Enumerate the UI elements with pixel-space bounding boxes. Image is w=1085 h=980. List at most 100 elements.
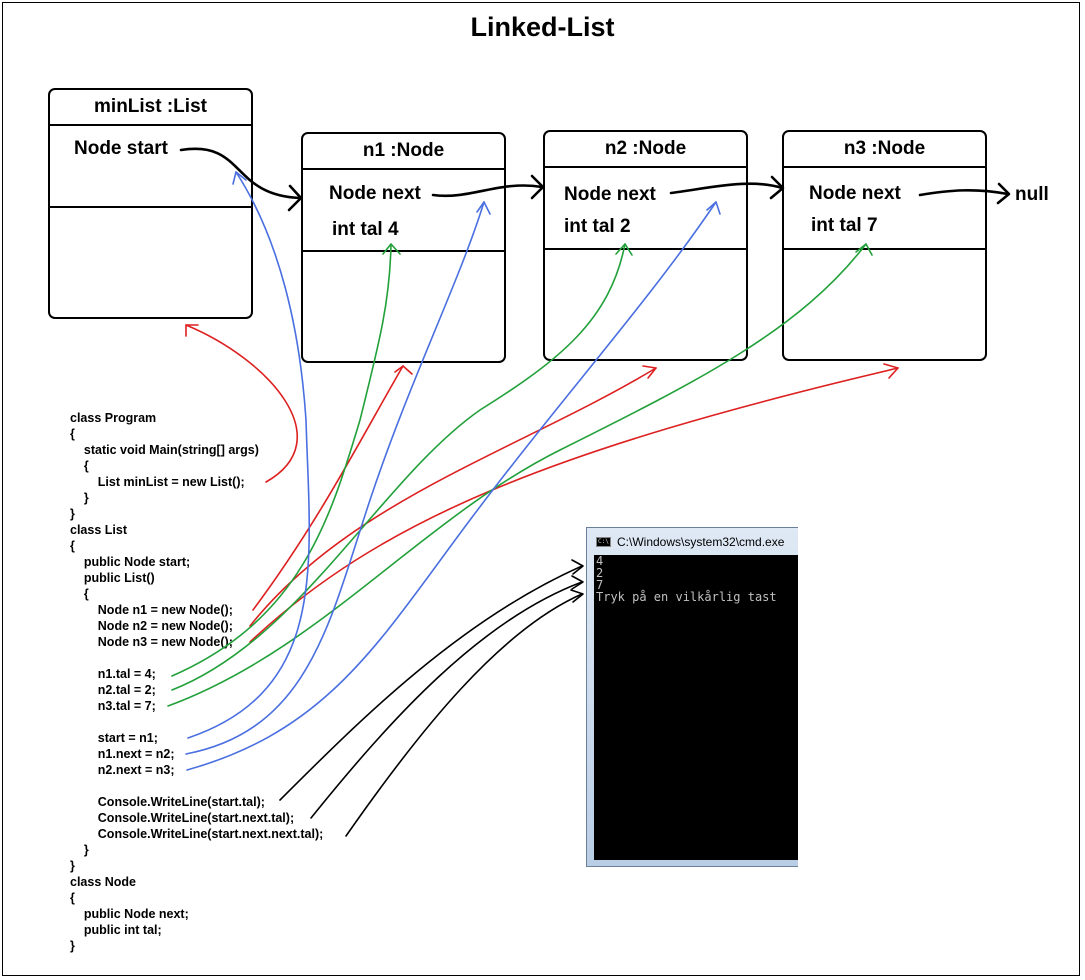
writeline-3-arrow [345,593,583,837]
console-output-line: 7 [596,578,604,592]
code-line: public Node start; [70,555,191,569]
pointer-arrows [179,147,1011,212]
node-n3-tal-field: int tal 7 [811,215,878,236]
code-line: class Program [70,411,157,425]
code-line: { [70,427,75,441]
new-n1-arrowhead [394,365,413,375]
diagram-title: Linked-List [470,12,615,42]
console-output-line: Tryk på en vilkårlig tast [596,590,777,604]
code-line: } [70,491,89,505]
node-n1-header: n1 :Node [303,134,504,170]
code-line: public int tal; [70,923,162,937]
console-window: C:\ C:\Windows\system32\cmd.exe 4 2 7 Tr… [586,527,798,867]
n3-tal-arrowhead [855,243,873,256]
node-n2-tal-field: int tal 2 [564,216,631,237]
null-label: null [1015,184,1049,205]
code-line: } [70,859,75,873]
code-line: start = n1; [70,731,158,745]
writeline-2-arrow [310,581,583,819]
code-line: class List [70,523,127,537]
node-n2-header: n2 :Node [545,132,746,168]
n2-to-n3-arrowhead [769,175,785,200]
code-line: Console.WriteLine(start.tal); [70,795,265,809]
minlist-start-field: Node start [74,138,168,159]
minlist-field-divider [50,124,251,208]
code-line: List minList = new List(); [70,475,245,489]
n3-tal-arrow [167,243,867,707]
code-line: public List() [70,571,155,585]
writeline-1-arrowhead [571,559,584,575]
console-titlebar[interactable]: C:\ C:\Windows\system32\cmd.exe [587,528,798,554]
n2-next-arrow [186,201,717,771]
n1-tal-arrowhead [382,243,401,255]
code-line: class Node [70,875,137,889]
code-line: n3.tal = 7; [70,699,156,713]
minlist-box: minList :List [48,88,253,319]
node-n2-next-field: Node next [564,184,656,205]
code-line: static void Main(string[] args) [70,443,259,457]
console-title: C:\Windows\system32\cmd.exe [617,535,785,549]
console-app-icon: C:\ [596,537,611,547]
n2-to-n3-arrow [669,182,784,195]
reference-arrows [185,171,721,771]
n1-next-arrowhead [476,201,491,215]
code-line: public Node next; [70,907,189,921]
start-n1-arrowhead [232,171,247,185]
code-line: Console.WriteLine(start.next.tal); [70,811,295,825]
n3-to-null-arrow [918,189,1010,197]
n1-next-arrow [185,201,485,755]
start-n1-arrow [187,171,310,739]
assignment-arrows [167,243,873,707]
code-line: { [70,891,75,905]
node-n3-header: n3 :Node [784,132,985,168]
code-line: n2.tal = 2; [70,683,156,697]
n2-tal-arrow [171,243,626,691]
new-list-arrow [185,324,299,483]
node-n3-field-divider [784,166,985,250]
node-n1-field-divider [303,168,504,252]
node-n1-box: n1 :Node [301,132,506,363]
code-line: { [70,539,75,553]
creation-arrows [185,324,899,643]
n1-to-n2-arrow [431,184,544,198]
minlist-header: minList :List [50,90,251,126]
console-screen[interactable]: 4 2 7 Tryk på en vilkårlig tast [594,555,798,860]
code-line: { [70,587,89,601]
code-line: } [70,843,89,857]
writeline-3-arrowhead [570,589,584,603]
writeline-2-arrowhead [571,575,584,590]
node-n3-next-field: Node next [809,183,901,204]
code-line: } [70,507,75,521]
code-line: n1.next = n2; [70,747,175,761]
code-line: n1.tal = 4; [70,667,156,681]
code-listing: class Program { static void Main(string[]… [70,410,323,954]
new-n2-arrowhead [642,365,657,379]
code-line: } [70,939,75,953]
n1-tal-arrow [171,243,392,677]
new-n1-arrow [252,365,404,611]
code-line: Node n2 = new Node(); [70,619,233,633]
node-n1-tal-field: int tal 4 [332,219,399,240]
node-n3-box: n3 :Node [782,130,987,361]
n2-next-arrowhead [706,201,721,215]
n2-tal-arrowhead [615,243,633,256]
node-n2-field-divider [545,166,746,250]
node-n1-next-field: Node next [329,183,421,204]
new-list-arrowhead [185,324,199,337]
code-line: Console.WriteLine(start.next.next.tal); [70,827,324,841]
console-arrows [279,559,584,837]
node-n2-box: n2 :Node [543,130,748,361]
console-output-line: 2 [596,566,604,580]
writeline-1-arrow [279,565,583,801]
code-line: Node n1 = new Node(); [70,603,233,617]
new-n3-arrowhead [883,363,899,379]
n3-to-null-arrowhead [996,182,1011,205]
code-line: { [70,459,89,473]
n1-to-n2-arrowhead [530,174,545,200]
start-to-n1-arrow [179,147,302,200]
new-n2-arrow [249,367,657,627]
code-line: Node n3 = new Node(); [70,635,233,649]
code-line: n2.next = n3; [70,763,175,777]
start-to-n1-arrowhead [287,184,303,212]
